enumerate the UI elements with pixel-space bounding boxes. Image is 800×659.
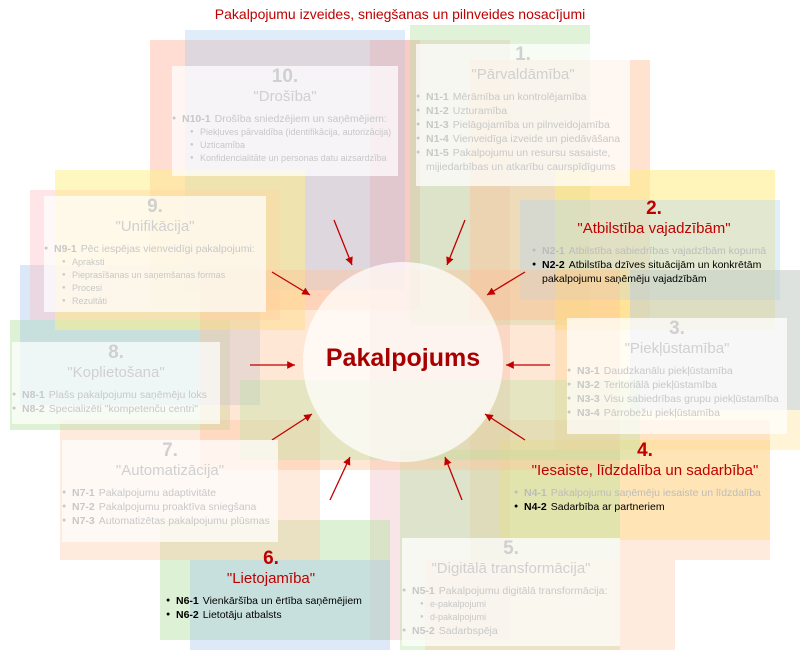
section-title: "Iesaiste, līdzdalība un sadarbība" (531, 462, 759, 479)
arrow-1 (446, 219, 466, 266)
section-number: 6. (263, 548, 279, 569)
section-number: 7. (162, 440, 178, 461)
page-title: Pakalpojumu izveides, sniegšanas un piln… (214, 6, 586, 22)
section-number: 9. (147, 196, 163, 217)
center-label: Pakalpojums (325, 344, 481, 372)
criterion-subitem: e-pakalpojumi (402, 598, 620, 611)
arrow-9 (271, 271, 311, 296)
criterion-subitem: Procesi (44, 282, 266, 295)
section-title: "Automatizācija" (115, 462, 225, 479)
criterion-subitem: Uzticamība (172, 139, 398, 152)
criterion-subitem: Pieprasīšanas un saņemšanas formas (44, 269, 266, 282)
section-4: 4. "Iesaiste, līdzdalība un sadarbība" N… (514, 440, 776, 526)
section-number: 8. (108, 342, 124, 363)
section-title: "Drošība" (253, 88, 317, 105)
section-title: "Unifikācija" (115, 218, 195, 235)
arrow-10 (333, 219, 353, 266)
criterion-subitem: d-pakalpojumi (402, 611, 620, 624)
arrow-7 (271, 413, 313, 441)
section-title: "Lietojamība" (226, 570, 316, 587)
section-title: "Piekļūstamība" (624, 340, 730, 357)
criterion-subitem: Apraksti (44, 256, 266, 269)
section-5: 5. "Digitālā transformācija" N5-1Pakalpo… (402, 538, 620, 646)
arrow-6 (329, 456, 351, 501)
section-title: "Digitālā transformācija" (431, 560, 591, 577)
criterion-subitem: Rezultāti (44, 295, 266, 308)
section-number: 5. (503, 538, 519, 559)
section-title: "Pārvaldāmība" (471, 66, 575, 83)
section-number: 2. (646, 198, 662, 219)
section-number: 10. (271, 66, 299, 87)
section-2: 2. "Atbilstība vajadzībām" N2-1Atbilstīb… (532, 198, 776, 298)
arrow-2 (486, 271, 526, 296)
arrow-5 (444, 456, 463, 501)
center-circle (303, 262, 503, 462)
section-number: 1. (515, 44, 531, 65)
section-title: "Koplietošana" (67, 364, 165, 381)
criterion-subitem: Piekļuves pārvaldība (identifikācija, au… (172, 126, 398, 139)
section-number: 4. (637, 440, 653, 461)
criterion-subitem: Konfidencialitāte un personas datu aizsa… (172, 152, 398, 165)
section-number: 3. (669, 318, 685, 339)
section-title: "Atbilstība vajadzībām" (577, 220, 731, 237)
arrow-4 (484, 413, 526, 441)
